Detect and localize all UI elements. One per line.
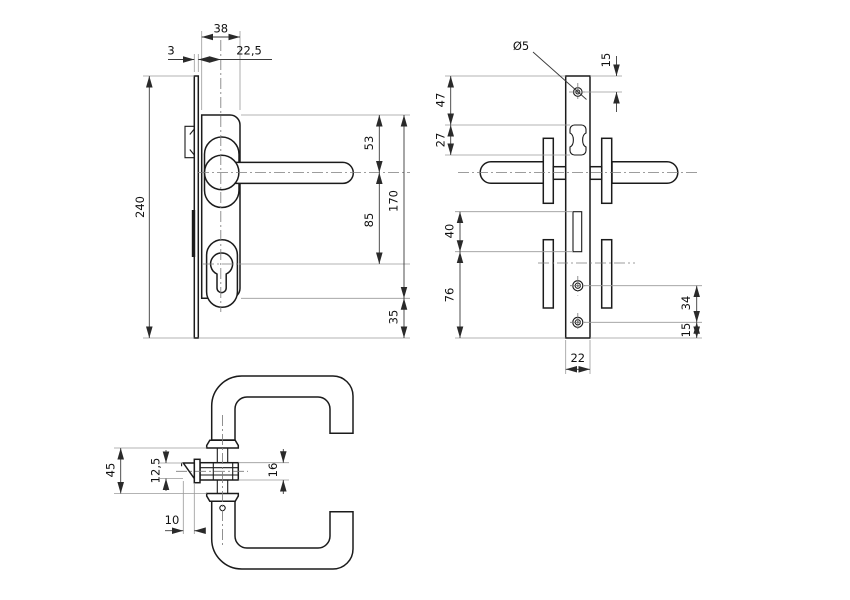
handle-lower-plan — [210, 500, 354, 570]
latch-tip-step — [181, 462, 184, 467]
lock-case-edge — [191, 210, 196, 257]
dim-front-plate-bottom: 35 — [387, 310, 401, 325]
dimension-labels: 240 38 3 22,5 53 170 85 35 Ø5 15 47 27 4… — [104, 22, 694, 528]
dim-plan-latch-projection: 10 — [165, 513, 180, 527]
dim-side-screw-spacing: 34 — [679, 296, 693, 311]
side-view — [458, 75, 700, 339]
dim-side-cylinder-slot: 40 — [443, 224, 457, 239]
forend-strip — [193, 75, 200, 339]
dim-front-plate-height: 170 — [387, 190, 401, 212]
dim-side-follower-slot: 27 — [434, 133, 448, 148]
dim-side-top-to-hole: 15 — [599, 53, 613, 68]
dim-front-handle-to-cylinder: 85 — [362, 213, 376, 228]
dim-front-forend-thickness: 3 — [167, 44, 174, 58]
latch-bolt-plan — [181, 462, 196, 481]
dim-side-screw-to-bottom: 15 — [679, 323, 693, 338]
latch-bolt-front — [184, 125, 195, 159]
handle-upper-plan — [210, 375, 354, 441]
plan-view — [176, 375, 354, 570]
dim-front-top-to-handle: 53 — [362, 136, 376, 151]
rose-right-edge — [600, 137, 613, 205]
dim-side-hole-diameter: Ø5 — [513, 39, 529, 53]
dim-front-plate-width: 38 — [213, 22, 228, 36]
lever-left — [479, 160, 545, 185]
dim-side-plate-depth: 22 — [570, 351, 585, 365]
neck-left — [552, 165, 567, 181]
dim-plan-rose-gap: 45 — [104, 463, 118, 478]
latch-case-detail — [200, 462, 239, 480]
extension-lines — [114, 31, 702, 534]
lock-plate — [564, 75, 591, 339]
latch-bevel-lines — [189, 128, 195, 156]
dimension-lines — [117, 33, 701, 535]
neck-right — [589, 165, 603, 181]
follower-slot — [569, 124, 587, 156]
escutcheon-right-edge — [600, 238, 613, 309]
cylinder-slot — [572, 211, 583, 253]
rose-left-edge — [542, 137, 555, 205]
dim-side-top-to-slot: 47 — [434, 93, 448, 108]
escutcheon-left-edge — [542, 238, 555, 309]
dim-side-lower-section: 76 — [443, 288, 457, 303]
front-view — [184, 40, 410, 339]
dim-plan-latch-bolt: 12,5 — [149, 458, 163, 484]
dim-front-backset: 22,5 — [236, 44, 262, 58]
dim-front-forend-height: 240 — [133, 196, 147, 218]
spindle — [216, 448, 229, 494]
dim-plan-latch-case: 16 — [266, 463, 280, 478]
